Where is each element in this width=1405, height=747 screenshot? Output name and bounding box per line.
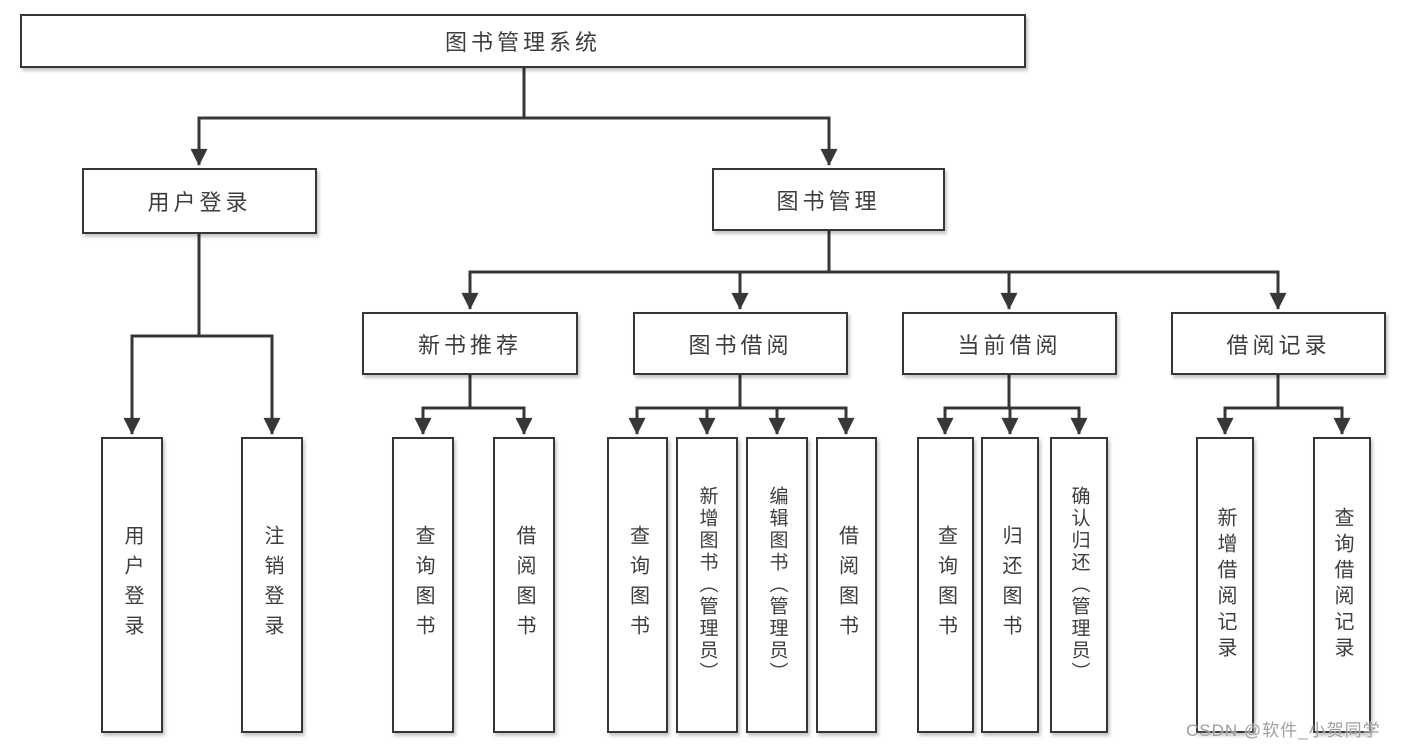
node-book-borrowing: 图书借阅 [633, 312, 848, 375]
node-new-book-recommend: 新书推荐 [362, 312, 578, 375]
node-label: 新书推荐 [417, 332, 522, 358]
tree-edges [123, 68, 1351, 435]
edge-root-split [197, 68, 831, 120]
node-label: 确认归还（管理员） [1068, 486, 1090, 684]
node-label: 归还图书 [999, 525, 1021, 645]
node-label: 注销登录 [261, 525, 283, 645]
node-leaf-query-borrow-record: 查询借阅记录 [1313, 437, 1371, 733]
node-label: 图书管理系统 [444, 30, 601, 55]
node-label: 查询图书 [626, 525, 649, 645]
node-leaf-edit-book-admin: 编辑图书（管理员） [746, 437, 808, 733]
csdn-watermark: CSDN @软件_小贺同学 [1186, 721, 1381, 740]
edge-userlogin-split [130, 233, 274, 338]
node-leaf-return-book: 归还图书 [981, 437, 1039, 733]
node-label: 新增借阅记录 [1214, 507, 1236, 663]
node-label: 新增图书（管理员） [696, 486, 718, 684]
node-leaf-query-books-3: 查询图书 [917, 437, 974, 733]
edge-bookmgmt-split [468, 230, 1280, 274]
node-label: 借阅图书 [513, 525, 535, 645]
node-label: 当前借阅 [957, 332, 1062, 358]
node-leaf-query-books-1: 查询图书 [392, 437, 454, 733]
node-label: 用户登录 [121, 525, 143, 645]
node-label: 借阅记录 [1226, 332, 1331, 358]
node-label: 查询图书 [412, 525, 434, 645]
edge-currentborrow-split [943, 374, 1081, 410]
node-leaf-add-borrow-record: 新增借阅记录 [1196, 437, 1254, 733]
node-leaf-query-books-2: 查询图书 [607, 437, 668, 733]
node-leaf-add-book-admin: 新增图书（管理员） [676, 437, 738, 733]
node-label: 图书管理 [776, 188, 881, 214]
node-leaf-confirm-return-admin: 确认归还（管理员） [1050, 437, 1108, 733]
node-label: 借阅图书 [835, 525, 858, 645]
node-leaf-logout: 注销登录 [241, 437, 303, 733]
edge-newbook-split [421, 374, 526, 410]
node-borrowing-records: 借阅记录 [1171, 312, 1386, 375]
node-label: 图书借阅 [688, 332, 793, 358]
node-library-management-system: 图书管理系统 [20, 14, 1026, 68]
node-label: 用户登录 [147, 190, 252, 215]
node-label: 编辑图书（管理员） [766, 486, 788, 684]
node-label: 查询借阅记录 [1331, 507, 1353, 663]
edge-bookborrow-split [635, 374, 848, 410]
node-leaf-user-login: 用户登录 [101, 437, 163, 733]
edge-records-split [1223, 374, 1344, 410]
node-label: 查询图书 [934, 525, 957, 645]
node-current-borrowing: 当前借阅 [902, 312, 1117, 375]
node-user-login: 用户登录 [82, 168, 317, 234]
node-leaf-borrow-books-1: 借阅图书 [493, 437, 555, 733]
node-book-management: 图书管理 [712, 168, 945, 231]
node-leaf-borrow-books-2: 借阅图书 [816, 437, 877, 733]
